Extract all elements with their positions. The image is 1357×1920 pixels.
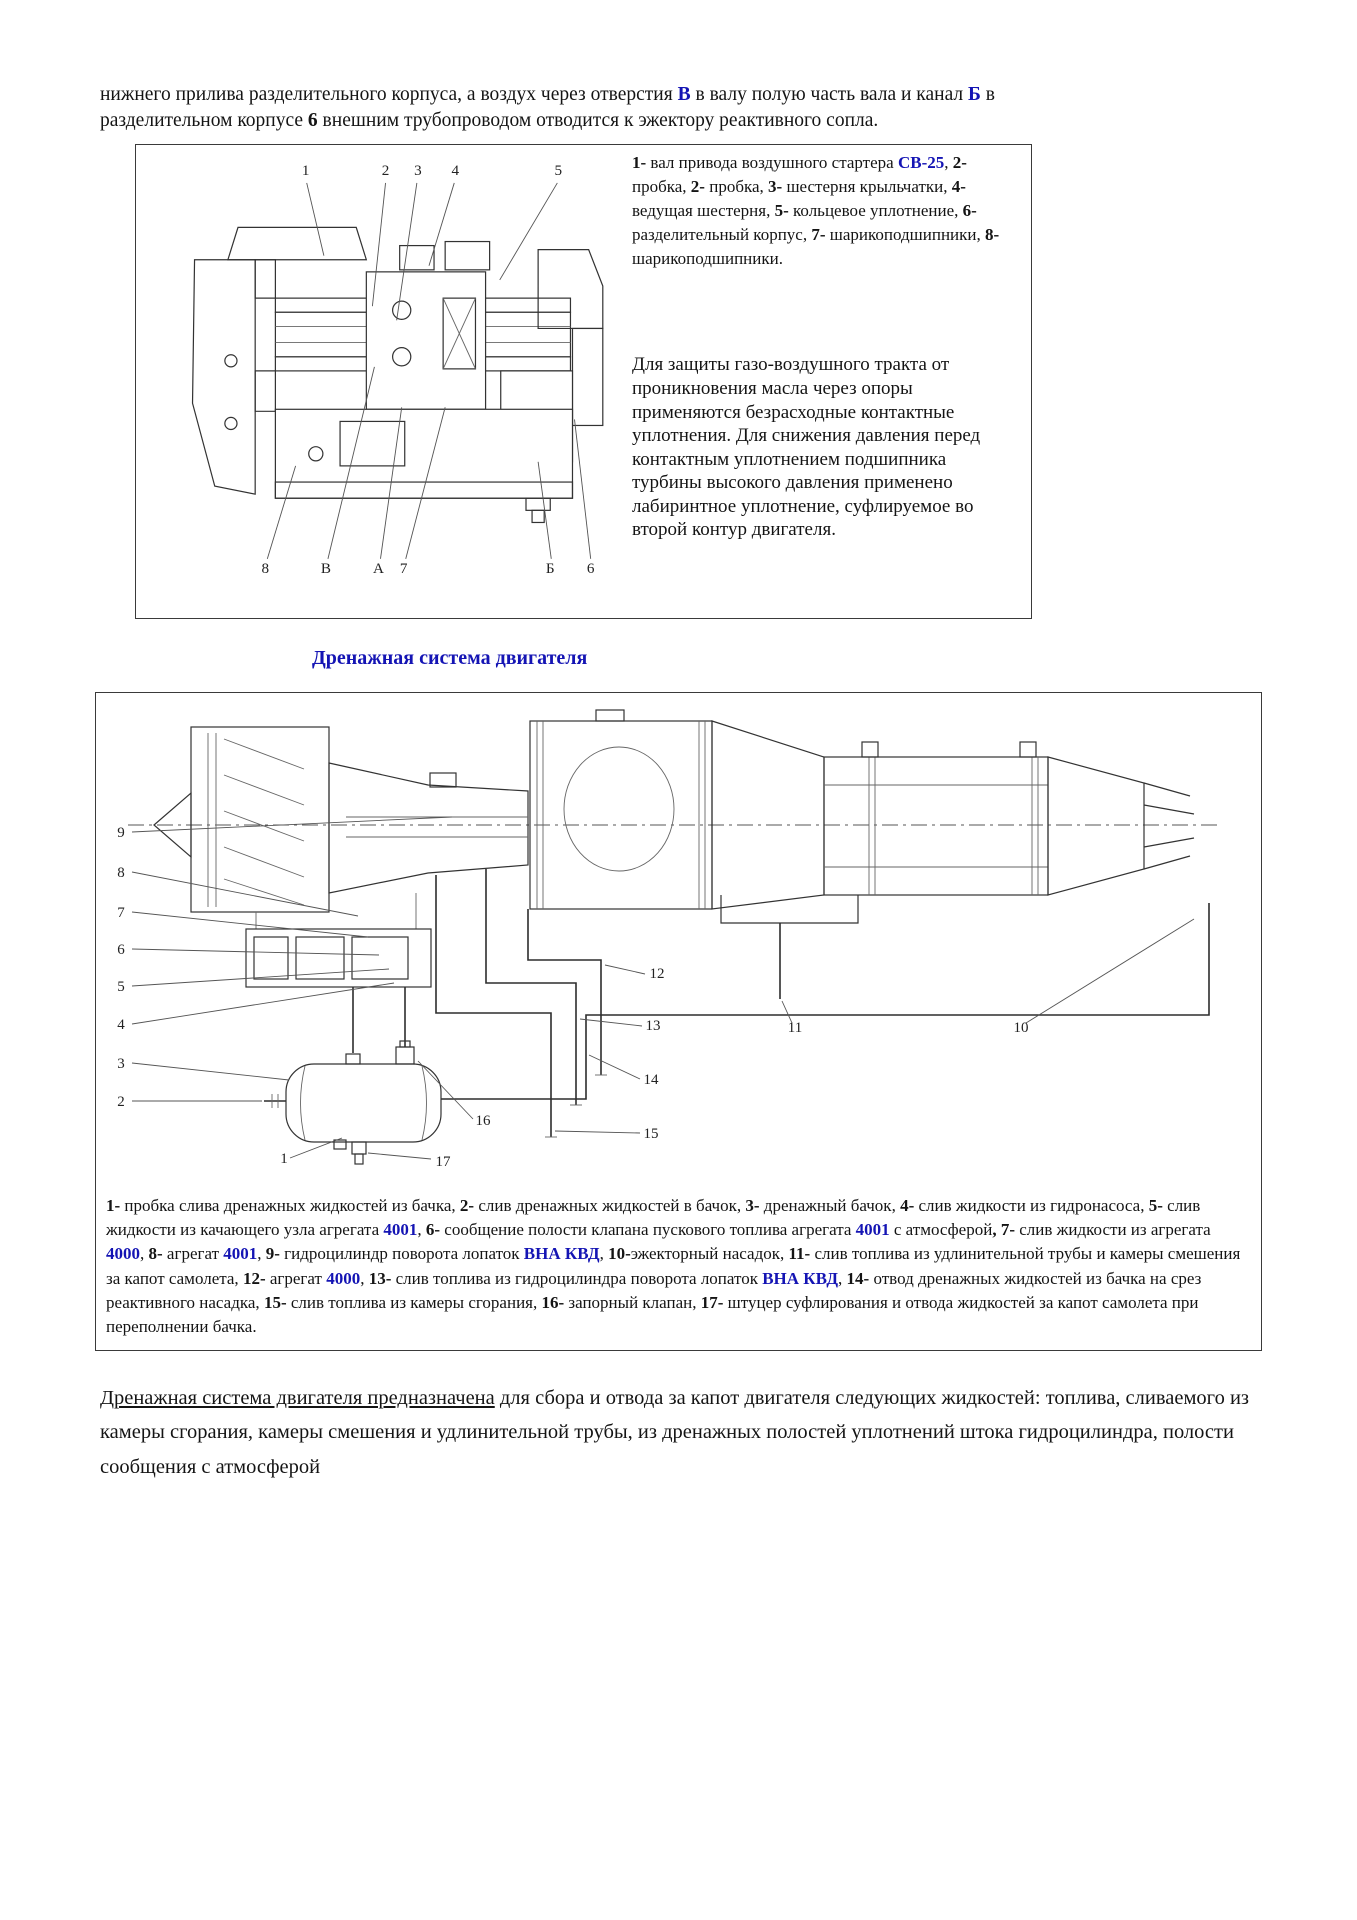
callout-label: 1	[280, 1151, 288, 1167]
callout-labels: 1 2 3 4 5 6 7 8 9 10 11 12 13 14 15 16 1	[117, 825, 1028, 1170]
callout-label: 4	[451, 162, 459, 179]
starter-cross-section-svg: 1 2 3 4 5 8 В А 7 Б 6	[191, 162, 604, 577]
drainage-figure-caption: 1- пробка слива дренажных жидкостей из б…	[106, 1195, 1241, 1337]
callout-label: 7	[117, 905, 125, 921]
callout-label: 5	[555, 162, 563, 179]
callout-label: 12	[650, 966, 665, 982]
callout-label: 14	[644, 1072, 660, 1088]
callout-leaders	[266, 182, 592, 559]
callout-label: 2	[117, 1094, 125, 1110]
core-section	[328, 762, 529, 894]
seals-paragraph: Для защиты газо-воздушного тракта от про…	[632, 354, 981, 541]
callout-label: 1	[302, 162, 310, 179]
starter-figure: 1 2 3 4 5 8 В А 7 Б 6 1- вал привода воз…	[135, 143, 1032, 619]
drainage-system-heading: Дренажная система двигателя	[312, 646, 588, 669]
drainage-diagram: 1 2 3 4 5 6 7 8 9 10 11 12 13 14 15 16 1	[96, 693, 1261, 1190]
callout-label: 4	[117, 1017, 125, 1033]
drainage-figure: 1 2 3 4 5 6 7 8 9 10 11 12 13 14 15 16 1	[95, 691, 1262, 1351]
callout-label: В	[321, 560, 331, 577]
drainage-description-paragraph: Дренажная система двигателя предназначен…	[100, 1386, 1250, 1479]
afterbody	[823, 741, 1049, 896]
callout-label: 7	[400, 560, 408, 577]
callout-label: 6	[587, 560, 595, 577]
callout-label: А	[373, 560, 384, 577]
drainage-diagram-svg: 1 2 3 4 5 6 7 8 9 10 11 12 13 14 15 16 1	[117, 709, 1221, 1170]
drain-tank	[285, 1040, 442, 1165]
document-page: нижнего прилива разделительного корпуса,…	[95, 84, 1262, 1479]
callout-label: 16	[476, 1113, 492, 1129]
callout-label: 8	[261, 560, 269, 577]
fan-section	[190, 726, 330, 913]
callout-label: 15	[644, 1126, 659, 1142]
shutoff-valve	[395, 1046, 415, 1065]
callout-label: 8	[117, 865, 125, 881]
drain-plug	[333, 1139, 347, 1150]
accessory-gearbox	[245, 892, 432, 988]
callout-label: 3	[414, 162, 422, 179]
callout-label: 11	[788, 1020, 802, 1036]
callout-label: 17	[436, 1154, 452, 1170]
drain-piping	[264, 868, 1210, 1138]
callout-label: 6	[117, 942, 125, 958]
starter-figure-text-column: 1- вал привода воздушного стартера СВ-25…	[628, 145, 1032, 618]
callout-label: 9	[117, 825, 125, 841]
callout-label: 10	[1014, 1020, 1029, 1036]
starter-cross-section-drawing: 1 2 3 4 5 8 В А 7 Б 6	[136, 145, 628, 618]
ejector-nozzle	[1047, 756, 1195, 896]
transition-cone	[711, 720, 825, 910]
callout-label: 13	[646, 1018, 661, 1034]
bypass-drum	[529, 709, 713, 910]
callout-label: 5	[117, 979, 125, 995]
tank-inlet-fitting	[345, 1053, 361, 1065]
callout-label: 3	[117, 1056, 125, 1072]
starter-figure-caption: 1- вал привода воздушного стартера СВ-25…	[632, 152, 1000, 269]
callout-leaders	[131, 816, 1195, 1160]
vane-actuator	[429, 772, 457, 788]
callout-label: 2	[382, 162, 390, 179]
support-bracket	[720, 894, 859, 924]
callout-labels: 1 2 3 4 5 8 В А 7 Б 6	[261, 162, 594, 577]
vent-union	[351, 1141, 367, 1155]
engine-outline	[153, 709, 1195, 988]
intro-paragraph: нижнего прилива разделительного корпуса,…	[100, 84, 996, 131]
housing-sections	[191, 226, 604, 523]
callout-label: Б	[546, 560, 555, 577]
